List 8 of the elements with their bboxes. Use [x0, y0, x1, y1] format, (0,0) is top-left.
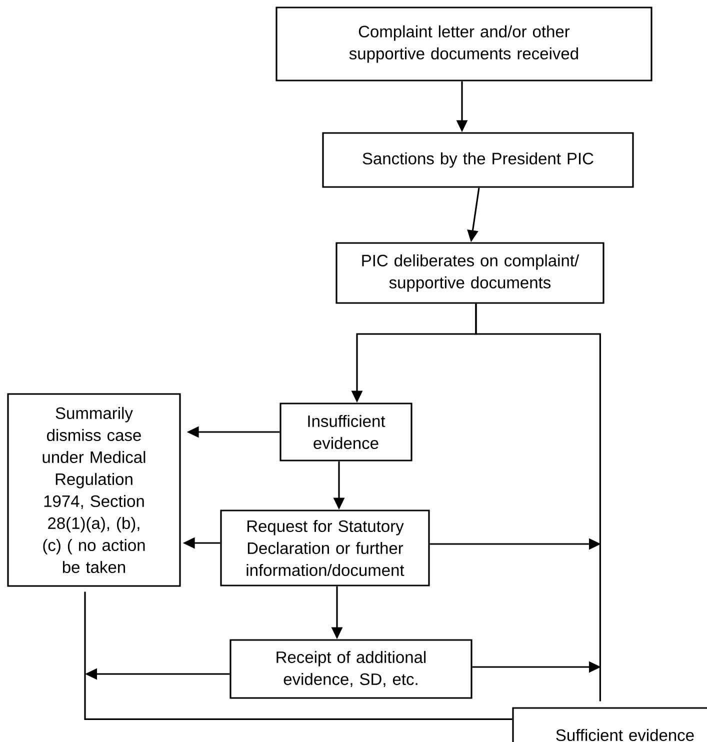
process-box: Sufficient evidence	[512, 707, 707, 742]
process-box: Receipt of additional evidence, SD, etc.	[230, 639, 472, 699]
process-box: Insufficient evidence	[280, 402, 412, 462]
process-box: Request for Statutory Declaration or further information/document	[220, 510, 430, 586]
process-box: Summarily dismiss case under Medical Regulation 1974, Section 28(1)(a), (b), (c) ( no action be taken	[7, 393, 181, 587]
process-box: Sanctions by the President PIC	[322, 132, 634, 188]
process-box: Complaint letter and/or other supportive documents received	[276, 6, 652, 82]
process-box: PIC deliberates on complaint/ supportive documents	[336, 242, 604, 304]
